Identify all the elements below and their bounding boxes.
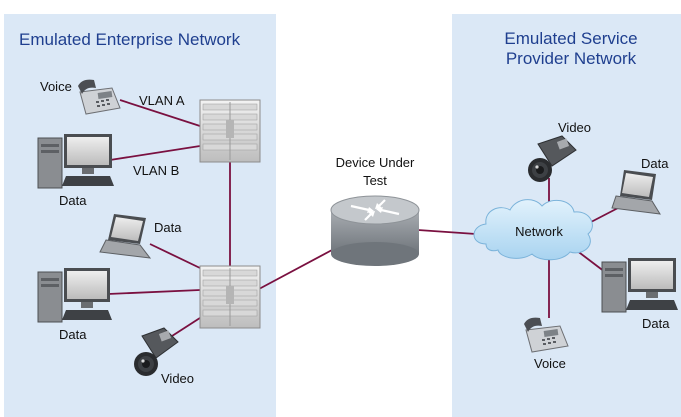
switch-icon [199,265,261,329]
desktop-computer-icon [37,268,112,323]
link-cloud-pc [575,249,606,273]
video-label: Video [161,371,194,386]
provider-data-label-laptop: Data [641,156,669,171]
data-label-laptop: Data [154,220,182,235]
desktop-computer-icon [37,134,114,189]
phone-icon [524,317,569,353]
link-voice-switch1 [119,99,201,127]
link-laptop-switch2 [149,243,201,269]
provider-title-line2: Provider Network [506,49,637,68]
video-camera-icon [134,327,179,376]
dut-label-line2: Test [363,173,387,188]
switch-icon [199,99,261,163]
link-video-switch2 [171,315,204,337]
data-label-pc1: Data [59,193,87,208]
provider-title-line1: Emulated Service [504,29,637,48]
cloud-icon [473,199,593,261]
data-label-pc2: Data [59,327,87,342]
provider-video-label: Video [558,120,591,135]
voice-label: Voice [40,79,72,94]
link-dut-cloud [417,229,477,235]
desktop-computer-icon [601,258,678,313]
laptop-icon [99,214,152,259]
enterprise-title: Emulated Enterprise Network [19,30,241,49]
link-switch2-dut [258,249,333,290]
links [107,99,619,337]
phone-icon [78,79,121,115]
provider-voice-label: Voice [534,356,566,371]
router-icon [330,195,420,266]
link-pc1-switch1 [109,145,201,161]
video-camera-icon [528,135,577,182]
dut-label-line1: Device Under [336,155,415,170]
link-pc2-switch2 [107,289,201,295]
provider-data-label-pc: Data [642,316,670,331]
cloud-label: Network [515,224,563,239]
laptop-icon [611,170,661,215]
link-cloud-laptop [590,207,619,223]
vlan-b-label: VLAN B [133,163,179,178]
vlan-a-label: VLAN A [139,93,185,108]
